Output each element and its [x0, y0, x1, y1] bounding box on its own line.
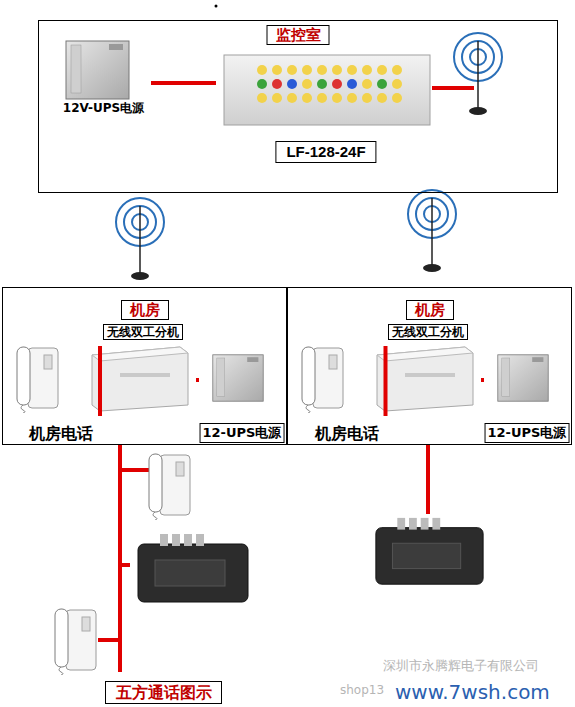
room-frame: 监控室 12V-UPS电源 LF-128-24F: [38, 20, 558, 193]
device-label: 无线双工分机: [388, 324, 468, 340]
device-box: 12-UPS电源: [199, 344, 285, 443]
watermark: shop13: [340, 683, 395, 703]
controller-box: LF-128-24F: [216, 51, 436, 163]
ups-box: [213, 355, 263, 401]
antenna: [116, 198, 164, 280]
dot: [215, 5, 218, 8]
phone: [302, 347, 343, 413]
wire-connector: [98, 346, 102, 416]
junction-box: [368, 514, 490, 592]
room-title: 机房: [121, 300, 169, 320]
duplex-unit: [377, 347, 473, 411]
ups-box: [498, 355, 548, 401]
watermark-url: www.7wsh.com: [395, 680, 565, 706]
phone: [149, 454, 190, 520]
device-box: 无线双工分机: [374, 324, 481, 416]
wire: [432, 86, 474, 90]
controller-panel: [224, 55, 430, 125]
caption-text: 五方通话图示: [105, 681, 222, 704]
room-frame: 机房无线双工分机机房电话 12-UPS电源: [2, 287, 287, 445]
watermark: 深圳市永腾辉电子有限公司: [383, 657, 563, 677]
ups-box: [66, 41, 129, 99]
device-box: 12-UPS电源: [484, 344, 570, 443]
device-label: 无线双工分机: [103, 324, 183, 340]
device-box: 机房电话: [297, 346, 397, 443]
device-label: LF-128-24F: [275, 141, 376, 163]
device-label: 12-UPS电源: [200, 423, 285, 443]
device-box: 12V-UPS电源: [56, 39, 151, 115]
room-title: 机房: [406, 300, 454, 320]
device-box: 无线双工分机: [89, 324, 196, 416]
phone: [55, 609, 96, 675]
room-frame: 机房无线双工分机机房电话 12-UPS电源: [287, 287, 572, 445]
junction-box: [130, 530, 255, 610]
wire-connector: [151, 81, 216, 85]
device-label: 12V-UPS电源: [63, 101, 144, 115]
device-label: 机房电话: [29, 424, 93, 443]
wire-connector: [196, 378, 199, 382]
duplex-unit: [92, 347, 188, 411]
wire-connector: [384, 346, 388, 416]
phone: [17, 347, 58, 413]
antenna: [408, 190, 456, 272]
device-label: 12-UPS电源: [485, 423, 570, 443]
wire-connector: [481, 378, 484, 382]
room-title: 监控室: [267, 25, 330, 45]
device-label: 机房电话: [315, 424, 379, 443]
device-box: 机房电话: [11, 346, 111, 443]
antenna: [454, 33, 502, 115]
